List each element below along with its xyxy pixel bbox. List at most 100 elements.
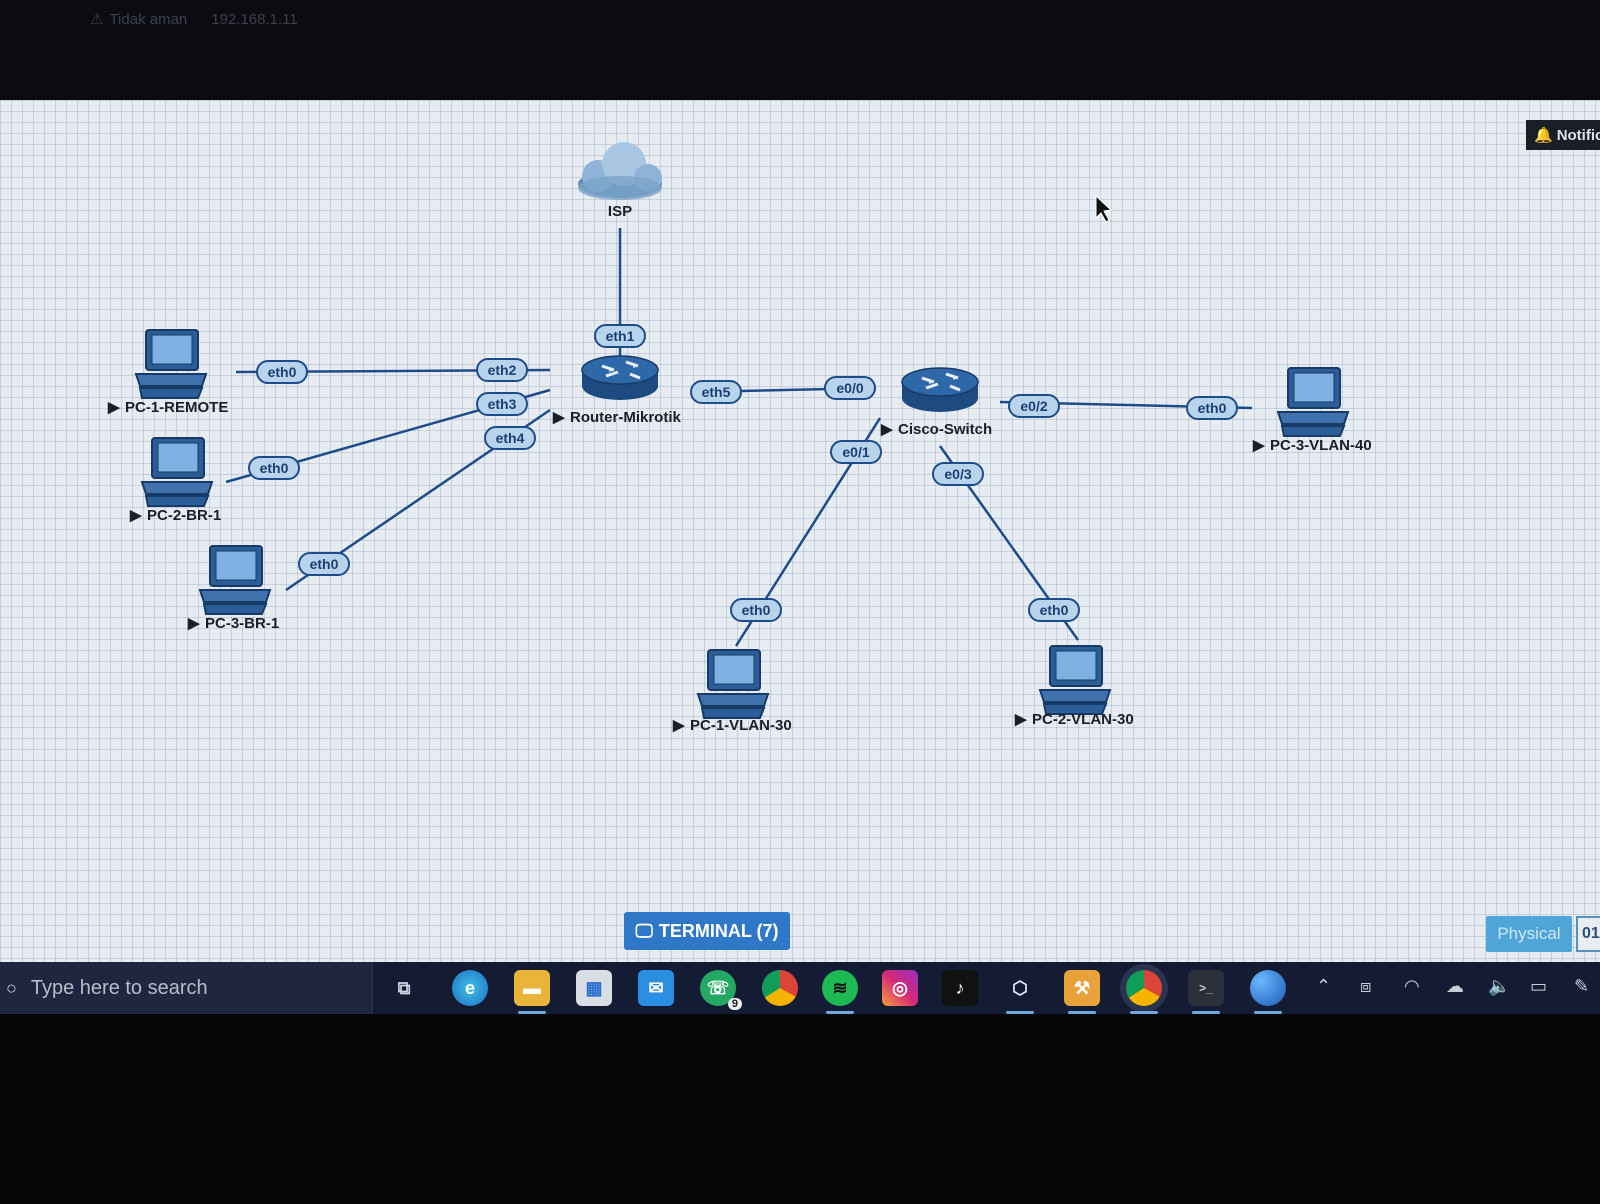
task-view-icon[interactable]: ⧉	[397, 977, 411, 998]
instagram-icon[interactable]: ◎	[882, 970, 918, 1006]
port-label-r-eth3: eth3	[476, 392, 528, 416]
topology-canvas[interactable]: eth1 eth0 eth2 eth3 eth4 eth0 eth0 eth5 e0/0 e0/2…	[0, 100, 1600, 962]
bell-icon: 🔔	[1534, 127, 1553, 144]
edge-browser-icon[interactable]: e	[452, 970, 488, 1006]
router-label-arrow: ▶	[552, 409, 566, 426]
computer-icon	[1039, 645, 1111, 715]
physical-label: Physical	[1497, 924, 1561, 943]
port-text: eth2	[488, 362, 517, 378]
router-mikrotik-node[interactable]: ▶ Router-Mikrotik	[552, 354, 681, 426]
search-icon: ○	[6, 977, 17, 998]
whatsapp-badge: 9	[727, 998, 742, 1010]
virtualbox-icon[interactable]: ⬡	[1002, 970, 1038, 1014]
pc-1-remote-label: PC-1-REMOTE	[125, 399, 228, 416]
port-label-sw-e01: e0/1	[830, 440, 882, 464]
time-field[interactable]: 01	[1576, 916, 1600, 952]
port-text: e0/0	[836, 380, 863, 396]
port-label-r-eth2: eth2	[476, 358, 528, 382]
port-text: eth0	[310, 556, 339, 572]
monitor-icon: 🖵	[635, 920, 653, 941]
address-text: 192.168.1.11	[211, 10, 298, 28]
port-label-br3-eth0: eth0	[298, 552, 350, 576]
gns3-icon[interactable]: ⚒	[1064, 970, 1100, 1014]
notification-label: Notific	[1556, 126, 1600, 144]
router-label: Router-Mikrotik	[570, 409, 681, 426]
port-label-v30a-eth0: eth0	[730, 598, 782, 622]
computer-icon	[135, 329, 207, 399]
node-arrow: ▶	[1252, 437, 1266, 454]
port-label-isp-eth1: eth1	[594, 324, 646, 348]
port-label-remote-eth0: eth0	[256, 360, 308, 384]
terminal-app-icon[interactable]: >_	[1188, 970, 1224, 1014]
pc-2-vlan-30-node[interactable]: ▶ PC-2-VLAN-30	[1014, 645, 1134, 728]
port-label-sw-e00: e0/0	[824, 376, 876, 400]
pc-3-br-1-node[interactable]: ▶ PC-3-BR-1	[187, 545, 279, 632]
pc-1-vlan-30-node[interactable]: ▶ PC-1-VLAN-30	[672, 649, 792, 734]
port-label-v30b-eth0: eth0	[1028, 598, 1080, 622]
port-text: e0/2	[1020, 398, 1047, 414]
security-warning: ⚠ Tidak aman	[90, 10, 188, 29]
node-arrow: ▶	[129, 507, 143, 524]
mouse-cursor-icon	[1095, 194, 1113, 223]
browser-address-bar[interactable]: ⚠ Tidak aman 192.168.1.11	[90, 10, 298, 29]
port-text: eth0	[1040, 602, 1069, 618]
store-icon[interactable]: ▦	[576, 970, 612, 1006]
battery-icon[interactable]: ▭	[1530, 976, 1548, 996]
port-label-sw-e03: e0/3	[932, 462, 984, 486]
pc-3-br-1-label: PC-3-BR-1	[205, 615, 279, 632]
pc-1-vlan-30-label: PC-1-VLAN-30	[690, 717, 792, 734]
wireshark-icon[interactable]	[1250, 970, 1286, 1014]
port-labels: eth1 eth0 eth2 eth3 eth4 eth0 eth0 eth5 e0/0 e0/2…	[248, 324, 1238, 622]
computer-icon	[1277, 367, 1349, 437]
switch-label-arrow: ▶	[880, 421, 894, 438]
port-text: eth5	[702, 384, 731, 400]
meet-now-icon[interactable]: ⧈	[1360, 976, 1372, 996]
taskbar-search-box[interactable]: ○ Type here to search	[0, 962, 373, 1014]
pc-1-remote-node[interactable]: ▶ PC-1-REMOTE	[107, 329, 228, 416]
tiktok-icon[interactable]: ♪	[942, 970, 978, 1006]
windows-taskbar: ○ Type here to search ⧉ e ▬ ▦ ✉ ☏ 9 ≋ ◎ …	[0, 962, 1600, 1014]
security-label: Tidak aman	[109, 10, 188, 28]
port-text: e0/3	[944, 466, 971, 482]
router-icon	[580, 354, 660, 402]
port-label-r-eth4: eth4	[484, 426, 536, 450]
cloud-icon	[578, 142, 662, 200]
pc-2-br-1-label: PC-2-BR-1	[147, 507, 221, 524]
isp-node[interactable]: ISP	[578, 142, 662, 220]
computer-icon	[199, 545, 271, 615]
mail-icon[interactable]: ✉	[638, 970, 674, 1006]
wifi-icon[interactable]: ◠	[1404, 976, 1420, 996]
whatsapp-icon[interactable]: ☏ 9	[700, 970, 742, 1010]
computer-icon	[141, 437, 213, 507]
terminal-button[interactable]: 🖵 TERMINAL (7)	[624, 912, 790, 950]
pen-icon[interactable]: ✎	[1574, 976, 1590, 996]
node-arrow: ▶	[187, 615, 201, 632]
port-text: eth0	[260, 460, 289, 476]
search-placeholder: Type here to search	[30, 976, 208, 999]
pc-3-vlan-40-label: PC-3-VLAN-40	[1270, 437, 1372, 454]
notification-tab[interactable]: 🔔 Notific	[1526, 120, 1600, 150]
terminal-label: TERMINAL (7)	[658, 920, 779, 941]
spotify-icon[interactable]: ≋	[822, 970, 858, 1014]
chrome-active-icon[interactable]	[1126, 970, 1162, 1014]
port-text: eth4	[496, 430, 525, 446]
pc-2-br-1-node[interactable]: ▶ PC-2-BR-1	[129, 437, 221, 524]
cisco-switch-node[interactable]: ▶ Cisco-Switch	[880, 366, 992, 438]
port-label-sw-e02: e0/2	[1008, 394, 1060, 418]
node-arrow: ▶	[107, 399, 121, 416]
physical-button[interactable]: Physical	[1486, 916, 1572, 952]
screen-bezel	[0, 1014, 1600, 1204]
isp-label: ISP	[608, 203, 632, 220]
onedrive-icon[interactable]: ☁	[1446, 976, 1464, 996]
pc-3-vlan-40-node[interactable]: ▶ PC-3-VLAN-40	[1252, 367, 1372, 454]
chevron-up-icon[interactable]: ⌃	[1316, 976, 1332, 996]
volume-icon[interactable]: 🔈	[1488, 976, 1511, 996]
warning-icon: ⚠	[90, 11, 104, 28]
file-explorer-icon[interactable]: ▬	[514, 970, 550, 1014]
port-text: eth3	[488, 396, 517, 412]
computer-icon	[697, 649, 769, 719]
port-text: eth0	[268, 364, 297, 380]
pc-2-vlan-30-label: PC-2-VLAN-30	[1032, 711, 1134, 728]
port-label-r-eth5: eth5	[690, 380, 742, 404]
chrome-icon[interactable]	[762, 970, 798, 1006]
